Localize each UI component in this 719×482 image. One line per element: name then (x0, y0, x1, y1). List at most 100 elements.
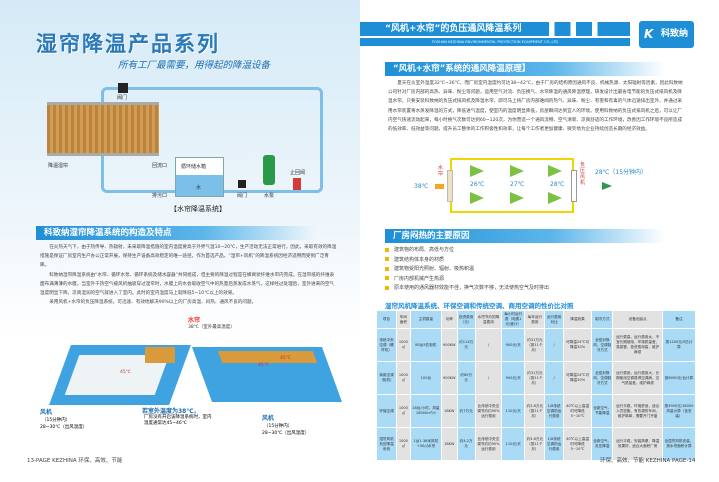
fan-right-temp: 28~30℃（出风温度） (262, 431, 310, 436)
list-item: 建筑物的布局、高低与方位 (385, 246, 665, 256)
page-title: 湿帘降温产品系列 (36, 32, 220, 56)
section-title: 科致纳湿帘降温系统的构造及特点 (36, 226, 316, 240)
table-cell: 全密封换风，空调制冷方式 (592, 362, 613, 394)
table-cell: 可降温24℃可降温30% (563, 362, 592, 394)
fan-right-label: 风机 (262, 415, 275, 422)
column-header: 功率 (441, 311, 457, 328)
list-item-text: 原本使用的通风器材效能不佳，换气次数不够，无法使热空气及时排出 (394, 285, 550, 291)
airflow-arrow-icon (510, 192, 524, 204)
cooling-pad-image (47, 102, 159, 156)
table-cell: 运行费用，运行费用大，长期使用空调易得空调病，空气质量差，维护麻烦 (613, 362, 662, 394)
temp-1: 26℃ (470, 181, 485, 188)
paragraph: 采用风机+水帘的负压降温系统，可迅速、有效地解决90%以上的厂房高温、闷热、通风… (49, 300, 257, 306)
list-item: 建筑物受阳光照射、辐射、吸热积温 (385, 265, 665, 275)
pump-label: 水泵 (264, 193, 275, 199)
table-cell: 按1200元/5匹计算 (662, 329, 695, 361)
table-cell: 全新空气，负压降温 (592, 428, 613, 460)
table-cell: 含湿帘风机安装，按水帘面积计算 (662, 428, 695, 460)
column-header: 车间面积 (397, 311, 410, 328)
logo-text: 科致纳 (661, 29, 689, 39)
page-footer: 13-PAGE KEZHINA 环保、高效、节能 (27, 458, 123, 464)
column-header: 主机数量 (410, 311, 441, 328)
list-item: 建筑结构体本身的材质 (385, 256, 665, 266)
airflow-arrow-icon (548, 165, 562, 177)
table-cell: 比传统中央空调节约约90%运行费用 (475, 395, 502, 427)
pad-label: 降温湿帘 (48, 163, 69, 169)
table-title: 湿帘风机降温系统、环保空调和传统空调、商用空调的性价比对照 (385, 302, 574, 310)
pad-label: 水帘 (438, 165, 444, 177)
arrow-icon (435, 184, 444, 189)
intro-paragraphs: 在炎热天气下，由于热传导、热辐射，未采取降温措施的室内温度要高于外界气温10~2… (40, 243, 338, 307)
pad-icon (447, 170, 453, 202)
cooling-pad-image (217, 351, 318, 363)
check-valve-label: 止回阀 (290, 170, 306, 176)
bullet-icon (385, 276, 389, 280)
pad-temp: 38℃（室外最高温度） (188, 325, 235, 330)
inner-temp: 45℃ (280, 356, 291, 361)
water-tank: 循环储水箱 水 (175, 157, 224, 197)
table-cell: / (475, 329, 502, 361)
result-temp: 28℃（15分钟内） (595, 169, 648, 176)
inner-temp: 45℃ (120, 370, 131, 375)
outside-temp: 38℃ (414, 183, 429, 190)
list-item-text: 建筑物的布局、高低与方位 (394, 247, 455, 253)
header-subtitle: FOSHAN KEZHINA ENVIRONMENTAL PROTECTION … (360, 38, 630, 46)
table-cell: 18KW (441, 395, 457, 427)
paragraph: 在炎热天气下，由于热传导、热辐射，未采取降温措施的室内温度要高于外界气温10~2… (40, 245, 337, 269)
bullet-icon (385, 257, 389, 261)
paragraph: 科致纳湿帘降温系统由“水帘、循环水泵、循环系统及储水容器”共同组成，但主要的降温… (40, 272, 335, 297)
cause-list: 建筑物的布局、高低与方位 建筑结构体本身的材质 建筑物受阳光照射、辐射、吸热积温… (385, 246, 665, 294)
table-cell: 110元/天 (502, 428, 525, 460)
table-cell: 约4.2万元 (457, 428, 475, 460)
temp-2: 27℃ (510, 181, 525, 188)
cooling-pad-image (145, 347, 175, 363)
table-cell: 湿帘风机负压降温系统 (377, 428, 397, 460)
column-header: 运行费用对比 (545, 311, 563, 328)
pump-icon (263, 155, 275, 185)
fan-icon (571, 170, 577, 202)
column-header: 项目 (377, 311, 397, 328)
bullet-icon (385, 266, 389, 271)
water-curtain-system-diagram: 阀门 降温湿帘 回流口 排污口 循环储水箱 水 阀门 水泵 止回阀 【水帘降温系… (0, 80, 360, 220)
valve-bottom-label: 阀门 (237, 193, 248, 199)
table-cell: 约31万元（按11个月） (525, 329, 545, 361)
table-cell: 1000㎡ (397, 395, 410, 427)
table-cell: 18KW (441, 428, 457, 460)
airflow-arrow-icon (470, 165, 484, 177)
table-cell: 运行费高，运行费用太，不宜长期使用，环境质量差，易感冒，投资费用高，维护麻烦 (613, 329, 662, 361)
list-item: 原本使用的通风器材效能不佳，换气次数不够，无法使热空气及时排出 (385, 284, 665, 294)
column-header: 备注 (662, 311, 695, 328)
table-cell: 40℃以上高温时可降低5~10℃ (563, 428, 592, 460)
table-cell: 约114万元 (457, 329, 475, 361)
column-header: 投资费用（元） (457, 311, 475, 328)
comparison-table: 项目车间面积主机数量功率投资费用（元）水帘节约的降温费用每小时运行费（电费1元/… (376, 310, 696, 461)
valve-icon (238, 180, 246, 188)
list-item-text: 建筑物受阳光照射、辐射、吸热积温 (394, 266, 475, 272)
table-cell: 1/8传统空调的运行费用 (545, 395, 563, 427)
check-valve-icon (293, 178, 301, 190)
tank-label: 循环储水箱 (181, 164, 207, 170)
table-cell: 约7万元 (457, 395, 475, 427)
exhaust-arrow-icon (602, 182, 612, 190)
airflow-diagram: 水帘 负压风机 38℃ 26℃ 27℃ 28℃ 28℃（15分钟内） (400, 150, 660, 216)
table-cell: 1000㎡ (397, 428, 410, 460)
table-cell: 900KW (441, 329, 457, 361)
table-header-row: 项目车间面积主机数量功率投资费用（元）水帘节约的降温费用每小时运行费（电费1元/… (377, 311, 695, 328)
table-cell: / (545, 329, 563, 361)
table-cell: 900元/天 (502, 362, 525, 394)
fan-left-time: （15分钟内） (42, 418, 71, 423)
table-cell: 按6000元/台计算 (662, 362, 695, 394)
table-cell: 约60万元 (457, 362, 475, 394)
table-cell: 900KW (441, 362, 457, 394)
table-cell: 按3900元/18000风量计算（含安装） (662, 395, 695, 427)
table-cell: 运行平稳，安装简便，降温效果好，适合大面积厂房 (613, 428, 662, 460)
fan-left-temp: 28~30℃（出风温度） (40, 425, 88, 430)
brand-logo: K 科致纳 (639, 21, 694, 48)
principle-paragraph: 夏天在炎室外温度32℃~36℃，而厂房室内温度约可达38~42℃，由于厂房的结构… (388, 81, 683, 133)
section-title: “风机+水帘”系统的通风降温原理】 (385, 62, 665, 76)
fan-right-time: （15分钟内） (264, 424, 293, 429)
